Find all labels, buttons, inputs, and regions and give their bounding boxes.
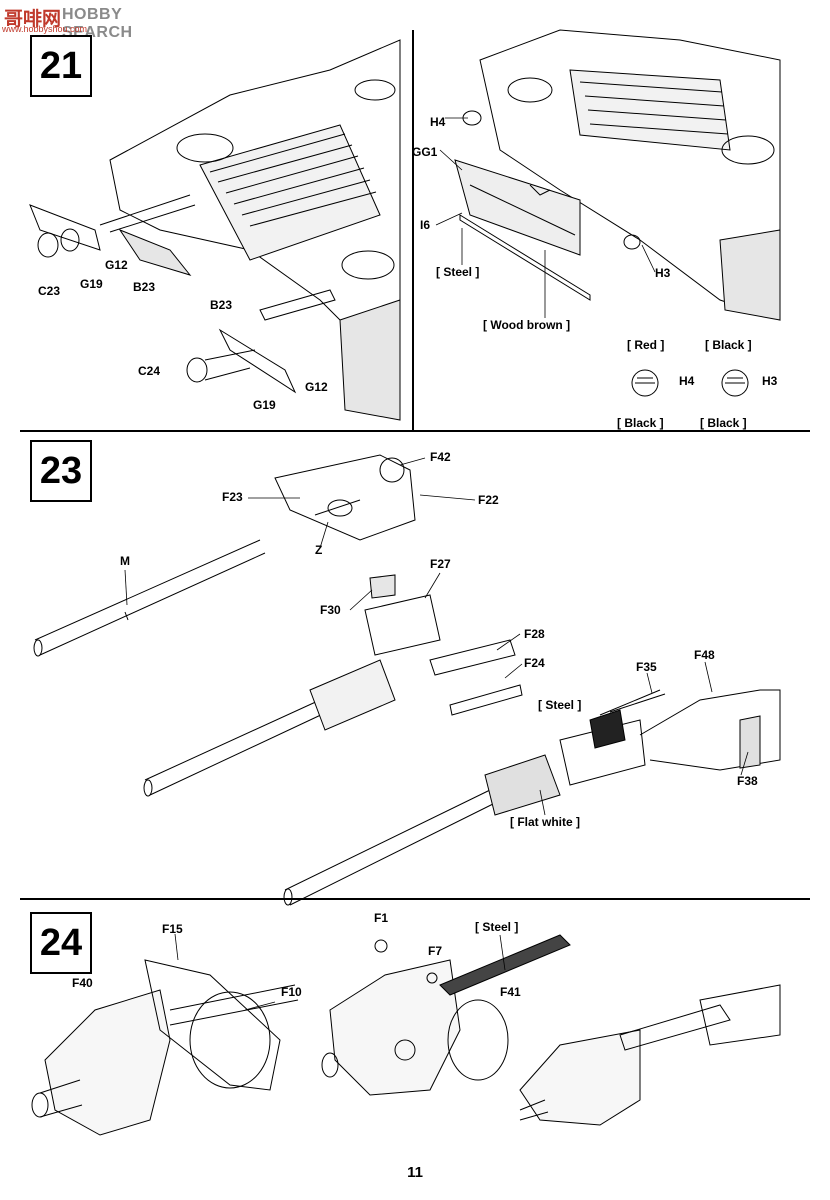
- part-label: F48: [694, 648, 715, 662]
- part-label: F10: [281, 985, 302, 999]
- logo-url-text: www.hobbyshou.com: [2, 24, 88, 34]
- paint-callout-wood-brown: [ Wood brown ]: [483, 318, 571, 332]
- light-h4-bottom-color: [ Black ]: [617, 416, 664, 430]
- step-number-24: 24: [30, 912, 92, 974]
- part-label: F7: [428, 944, 443, 958]
- part-label: F27: [430, 557, 451, 571]
- light-h3-part-label: H3: [762, 374, 778, 388]
- step21-hull-right-drawing: [454, 29, 781, 397]
- step-number-23: 23: [30, 440, 92, 502]
- part-label: C24: [138, 364, 161, 378]
- step-number-21: 21: [30, 35, 92, 97]
- part-label: F35: [636, 660, 657, 674]
- section-divider-21-23: [20, 430, 810, 432]
- page-number: 11: [407, 1164, 423, 1181]
- step21-vertical-divider: [412, 30, 414, 430]
- part-label: F42: [430, 450, 451, 464]
- part-label: F22: [478, 493, 499, 507]
- part-label: Z: [315, 543, 323, 557]
- part-label: H4: [430, 115, 446, 129]
- section-divider-23-24: [20, 898, 810, 900]
- part-label: F38: [737, 774, 758, 788]
- part-label: GG1: [412, 145, 438, 159]
- light-h3-bottom-color: [ Black ]: [700, 416, 747, 430]
- part-label: F28: [524, 627, 545, 641]
- part-label: F41: [500, 985, 521, 999]
- part-label: B23: [210, 298, 233, 312]
- part-label: I6: [420, 218, 431, 232]
- part-label: G19: [253, 398, 276, 412]
- paint-callout-steel: [ Steel ]: [538, 698, 582, 712]
- part-label: G12: [305, 380, 328, 394]
- part-label: B23: [133, 280, 156, 294]
- paint-callout-steel: [ Steel ]: [436, 265, 480, 279]
- light-h4-part-label: H4: [679, 374, 695, 388]
- part-label: F30: [320, 603, 341, 617]
- part-label: F24: [524, 656, 545, 670]
- part-label: G12: [105, 258, 128, 272]
- logo-chinese-text: 哥啡网: [4, 8, 62, 30]
- part-label: F23: [222, 490, 243, 504]
- paint-callout-steel: [ Steel ]: [475, 920, 519, 934]
- step24-mantlet-drawings: [31, 934, 781, 1136]
- part-label: F15: [162, 922, 183, 936]
- step23-gun-drawings: [33, 454, 781, 906]
- part-label: F40: [72, 976, 93, 990]
- part-label: H3: [655, 266, 671, 280]
- light-h4-top-color: [ Red ]: [627, 338, 665, 352]
- light-h3-top-color: [ Black ]: [705, 338, 752, 352]
- part-label: G19: [80, 277, 103, 291]
- part-label: M: [120, 554, 130, 568]
- part-label: F1: [374, 911, 389, 925]
- part-label: C23: [38, 284, 61, 298]
- paint-callout-flat-white: [ Flat white ]: [510, 815, 580, 829]
- step21-hull-left-drawing: [29, 39, 401, 421]
